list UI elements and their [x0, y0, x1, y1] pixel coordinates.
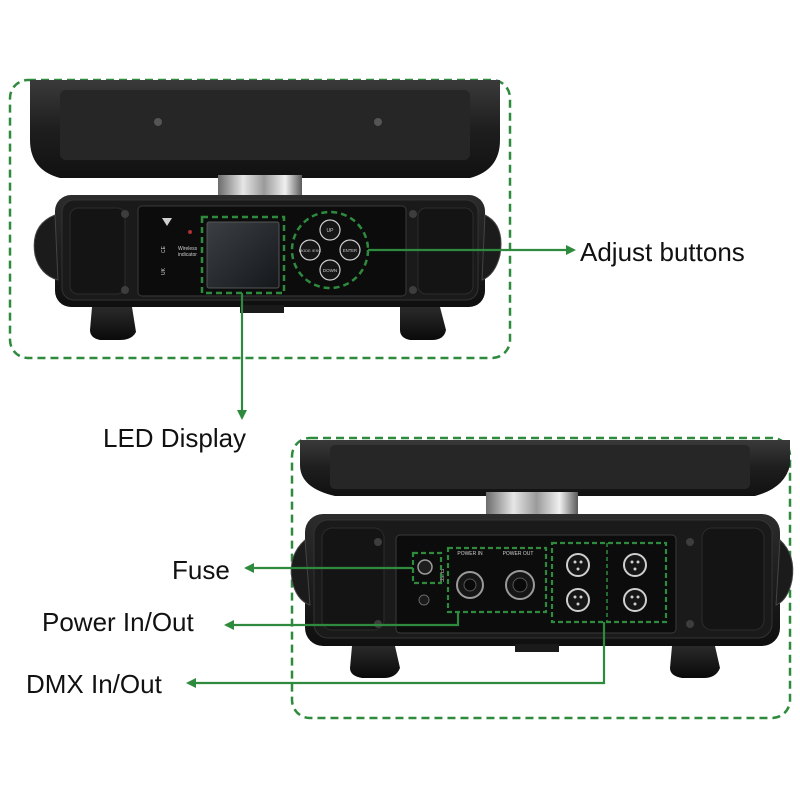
down-button[interactable]: [319, 259, 341, 281]
power-highlight: [446, 546, 548, 614]
led-display-highlight: [200, 215, 286, 295]
power-in-out-label: Power In/Out: [42, 607, 194, 637]
power-in-marking: POWER IN: [457, 551, 483, 557]
down-button-label: DOWN: [323, 268, 337, 273]
up-button-label: UP: [327, 228, 335, 234]
dmx-in-out-label: DMX In/Out: [26, 669, 162, 699]
left-handle: [33, 214, 59, 281]
wireless-label: Wireless: [178, 246, 198, 252]
front-view-frame: [8, 78, 512, 360]
power-arrow: [224, 612, 460, 630]
dmx-out-5pin-connector: [623, 588, 647, 612]
dmx-highlight: [550, 541, 668, 624]
svg-text:UK: UK: [161, 267, 167, 275]
fuse-holder: [417, 559, 433, 575]
rear-right-handle: [775, 538, 794, 606]
dmx-in-5pin-connector: [566, 588, 590, 612]
enter-button-label: ENTER: [343, 248, 357, 253]
led-display-label: LED Display: [103, 423, 247, 453]
rear-chrome-neck: [486, 492, 578, 516]
rear-left-handle: [290, 538, 311, 606]
right-handle: [481, 214, 502, 281]
up-button[interactable]: [319, 219, 341, 241]
front-foot-right: [400, 307, 446, 340]
mode-esc-button-label: MODE /ESC: [299, 248, 322, 253]
dmx-out-3pin-connector: [623, 553, 647, 577]
dmx-in-3pin-connector: [566, 553, 590, 577]
adjust-buttons-label: Adjust buttons: [580, 237, 745, 267]
fuse-label: Fuse: [172, 555, 230, 585]
led-display-screen: [206, 221, 280, 289]
annotation-arrows: [186, 245, 606, 688]
rear-foot-left: [350, 646, 400, 678]
front-foot-left: [90, 307, 136, 340]
front-view-photo: CE UK Wireless indicator UP DOWN MODE /E…: [8, 78, 512, 360]
dmx-arrow: [186, 622, 606, 688]
enter-button[interactable]: [339, 239, 361, 261]
power-out-marking: POWER OUT: [503, 551, 534, 557]
rear-connector-panel: [395, 534, 677, 634]
svg-text:CE: CE: [161, 245, 167, 253]
rear-foot-right: [670, 646, 720, 678]
mode-esc-button[interactable]: [299, 239, 321, 261]
indicator-label: indicator: [178, 252, 197, 258]
rear-view-photo: FUSE POWER IN POWER OUT: [290, 436, 794, 720]
